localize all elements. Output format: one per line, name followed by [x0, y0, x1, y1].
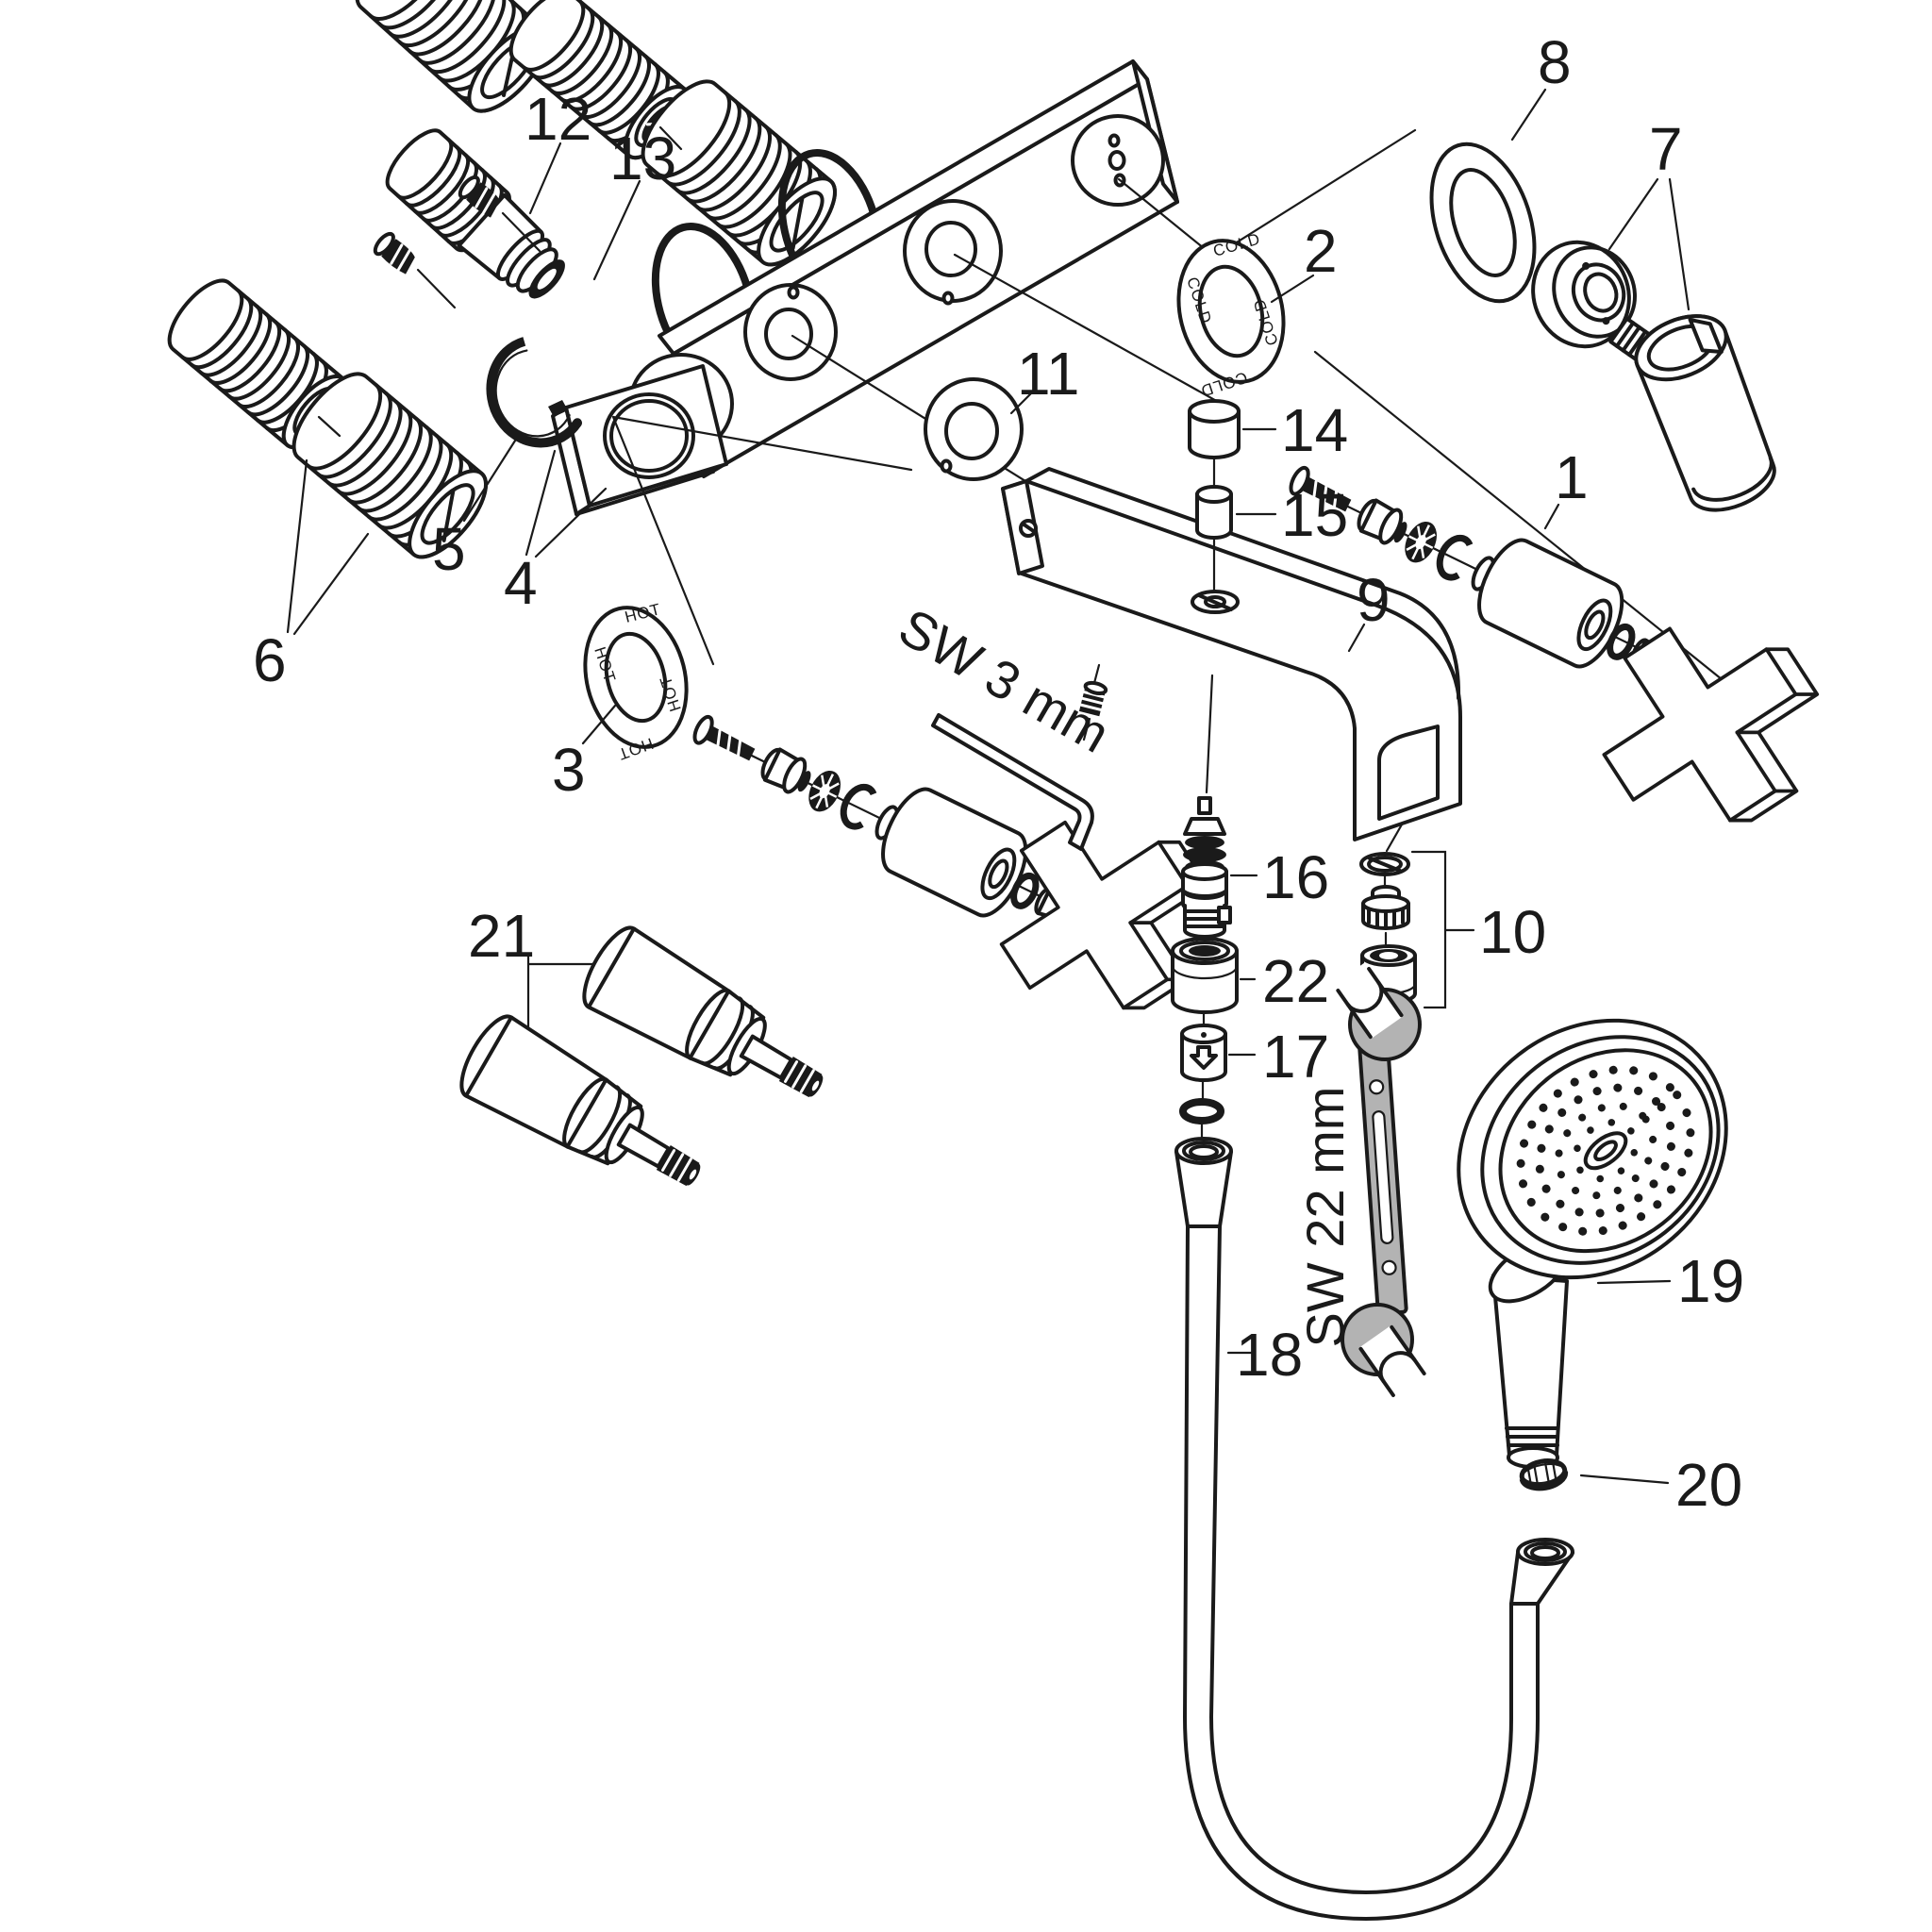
callout-11: 11 [1017, 340, 1079, 408]
ring-11 [924, 377, 1024, 481]
callout-15: 15 [1281, 481, 1348, 549]
callout-22: 22 [1262, 947, 1329, 1015]
cold-ring: COLD COLD COLD COLD [1176, 229, 1286, 400]
callout-12: 12 [525, 85, 591, 153]
part-22-aerator-housing [1171, 937, 1239, 1014]
ring-8 [1429, 142, 1537, 304]
callout-21: 21 [468, 902, 535, 970]
callout-1: 1 [1555, 443, 1589, 511]
callout-7: 7 [1649, 115, 1683, 183]
callout-4: 4 [504, 549, 538, 617]
wrench-label: SW 22 mm [1295, 1087, 1355, 1348]
hex-key-label: SW 3 mm [890, 596, 1120, 763]
seal-o-ring [1179, 1098, 1224, 1124]
callout-2: 2 [1304, 217, 1338, 285]
callout-leaders [286, 88, 1690, 1485]
hand-shower-head [1457, 1018, 1728, 1280]
shower-holder [1634, 314, 1776, 512]
plate-disc-4 [1071, 114, 1165, 207]
callout-9: 9 [1357, 566, 1391, 634]
callout-8: 8 [1538, 28, 1572, 96]
hot-ring: HOT HOT HOT HOT [583, 600, 689, 763]
part-17-insert [1180, 1024, 1227, 1082]
square-escutcheon [548, 364, 728, 516]
wrench [1333, 962, 1429, 1402]
part-21-cartridges [459, 925, 824, 1187]
plate-disc-2 [743, 283, 838, 381]
callout-17: 17 [1262, 1023, 1329, 1091]
plate-screws [373, 175, 541, 309]
spout [1001, 467, 1462, 841]
callout-20: 20 [1675, 1451, 1742, 1519]
part-15-insert [1195, 485, 1233, 540]
callout-13: 13 [609, 125, 676, 192]
callout-18: 18 [1236, 1321, 1303, 1389]
part-16-cartridge [1181, 796, 1232, 939]
hose [1174, 1137, 1574, 1921]
part-7-flange [1531, 240, 1637, 349]
hex-key [931, 713, 1094, 851]
spout-set-screw [1078, 663, 1108, 741]
part-14-cap [1188, 399, 1241, 459]
callout-19: 19 [1677, 1247, 1744, 1315]
callout-6: 6 [253, 626, 287, 694]
callout-16: 16 [1262, 843, 1329, 911]
filter-seal [1519, 1458, 1569, 1491]
callout-14: 14 [1281, 396, 1348, 464]
callout-3: 3 [552, 736, 586, 804]
plate-disc-3 [903, 199, 1003, 306]
callout-5: 5 [432, 515, 466, 583]
callout-10: 10 [1479, 898, 1546, 966]
callouts: 1 2 3 4 5 6 7 8 9 10 11 12 13 14 15 16 1… [253, 28, 1744, 1519]
snap-ring [486, 337, 583, 448]
threaded-sleeves [157, 0, 850, 572]
